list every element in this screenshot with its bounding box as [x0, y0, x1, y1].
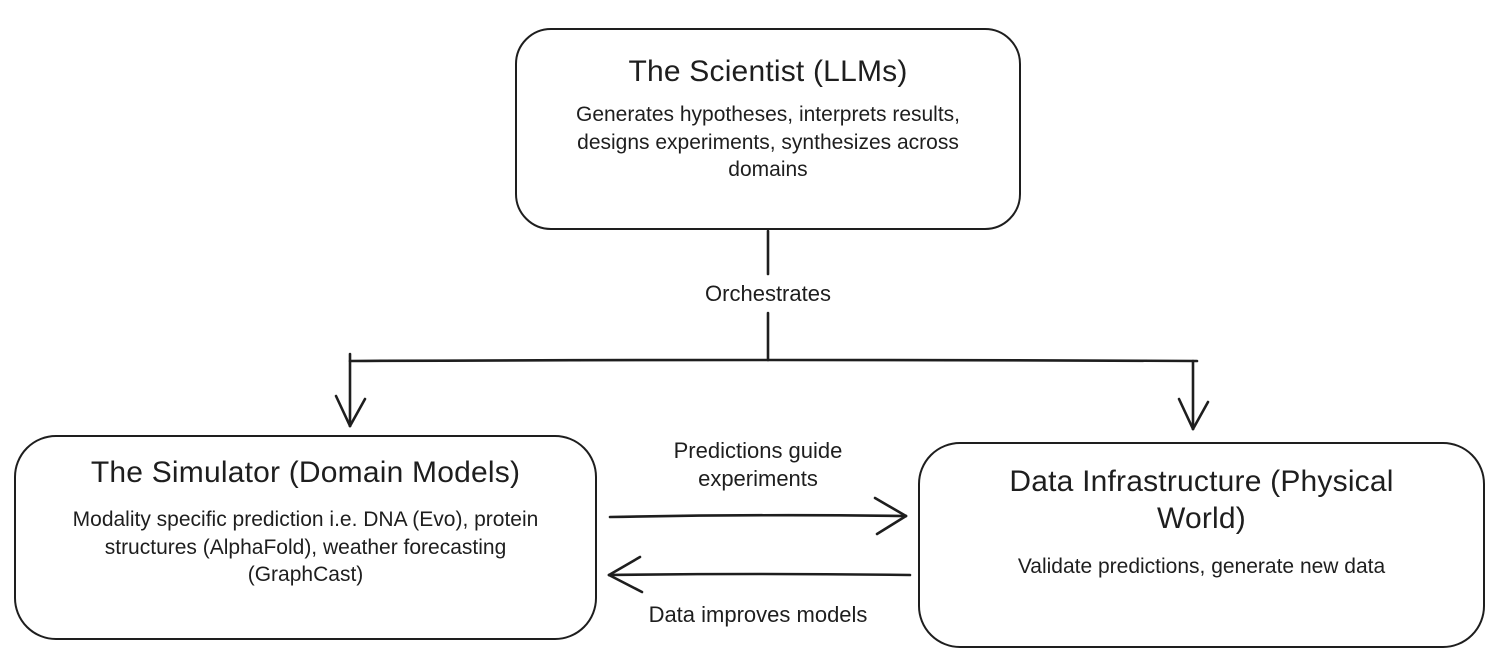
node-scientist: The Scientist (LLMs) Generates hypothese… — [515, 28, 1021, 230]
node-simulator-title: The Simulator (Domain Models) — [90, 456, 521, 489]
data-improves-arrow — [607, 555, 912, 594]
node-data-infrastructure-body: Validate predictions, generate new data — [1017, 555, 1386, 579]
node-simulator-body: Modality specific prediction i.e. DNA (E… — [72, 507, 539, 587]
predictions-guide-edge-label: Predictions guide experiments — [643, 437, 873, 492]
orchestrates-edge-label: Orchestrates — [658, 280, 878, 308]
node-simulator: The Simulator (Domain Models) Modality s… — [14, 435, 597, 640]
orchestrates-connector — [334, 229, 1210, 431]
data-improves-edge-label: Data improves models — [613, 601, 903, 629]
node-data-infrastructure-title: Data Infrastructure (Physical World) — [1009, 465, 1394, 535]
predictions-guide-arrow — [608, 496, 908, 536]
node-scientist-title: The Scientist (LLMs) — [628, 55, 908, 88]
node-data-infrastructure: Data Infrastructure (Physical World) Val… — [918, 442, 1485, 648]
node-scientist-body: Generates hypotheses, interprets results… — [575, 102, 961, 182]
